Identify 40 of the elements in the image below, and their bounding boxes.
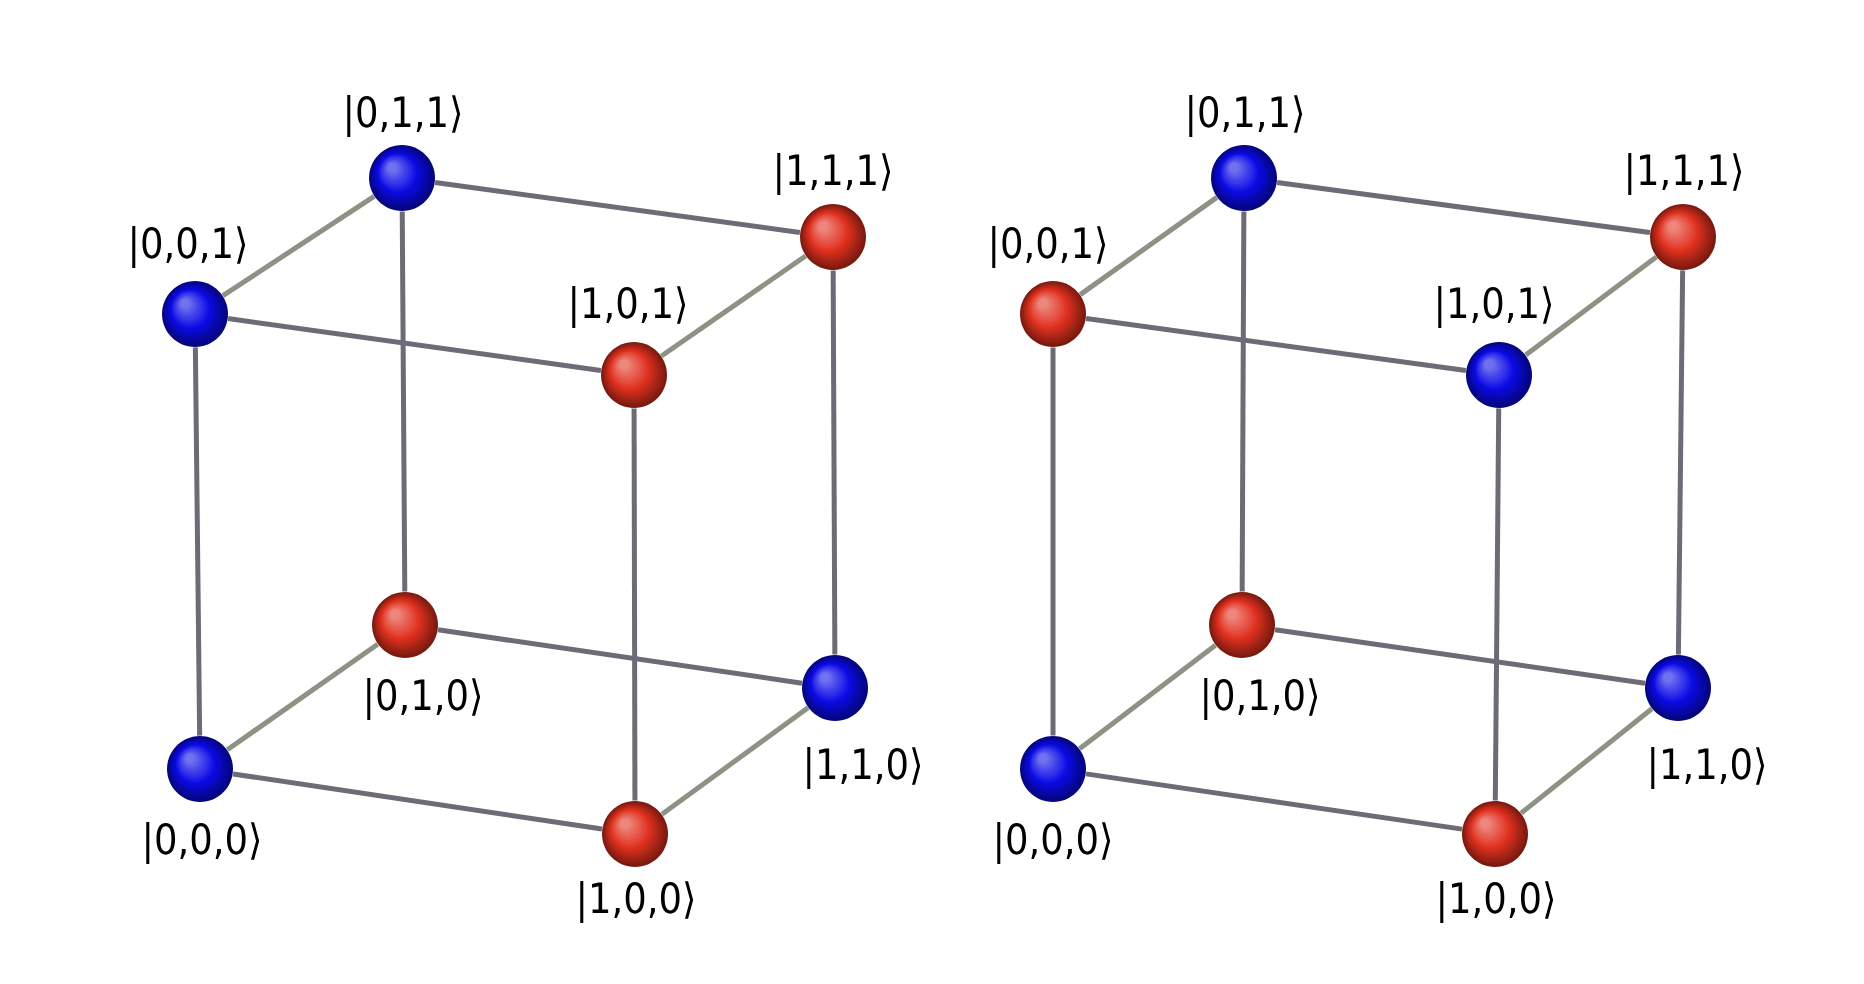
state-label: |0,1,0⟩ <box>1204 678 1318 720</box>
cube-edge <box>192 347 203 736</box>
cube-edge <box>232 771 603 832</box>
cube-edge <box>1492 408 1502 801</box>
state-label: |1,0,0⟩ <box>1440 881 1554 923</box>
cube-edge <box>631 408 638 801</box>
cube-edge <box>1078 195 1219 297</box>
state-label: |0,0,0⟩ <box>997 822 1111 864</box>
state-label: |1,1,1⟩ <box>1628 153 1742 195</box>
cube-edge <box>399 211 408 592</box>
cube-edge <box>1519 706 1654 816</box>
state-label: |0,0,0⟩ <box>146 822 260 864</box>
cube-edge <box>1276 179 1651 236</box>
state-label: |1,1,0⟩ <box>1651 747 1765 789</box>
state-label: |1,0,1⟩ <box>572 286 686 328</box>
cube-edge <box>434 180 801 235</box>
cube-edge <box>1524 255 1658 357</box>
cube-edge <box>437 627 803 686</box>
cube-edge <box>1675 270 1686 655</box>
state-label: |0,1,1⟩ <box>1189 95 1303 137</box>
state-label: |1,0,0⟩ <box>580 881 694 923</box>
cube-edge <box>227 316 602 373</box>
cube-edge <box>221 194 376 298</box>
state-label: |0,1,1⟩ <box>347 95 461 137</box>
cube-edge <box>1050 347 1056 736</box>
cube-edge <box>1085 316 1467 373</box>
cube-edge <box>830 270 838 655</box>
state-label: |1,1,0⟩ <box>807 747 921 789</box>
state-label: |0,0,1⟩ <box>992 226 1106 268</box>
state-label: |1,0,1⟩ <box>1438 286 1552 328</box>
cube-edge <box>1274 627 1646 686</box>
cube-edge <box>1239 211 1247 592</box>
cube-edge <box>660 253 807 359</box>
cube-edge <box>225 642 380 752</box>
cube-edge <box>1085 771 1463 832</box>
cube-edge <box>660 705 810 817</box>
state-label: |1,1,1⟩ <box>777 153 891 195</box>
state-label: |0,1,0⟩ <box>367 678 481 720</box>
cube-edge <box>1078 643 1217 751</box>
state-label: |0,0,1⟩ <box>132 226 246 268</box>
